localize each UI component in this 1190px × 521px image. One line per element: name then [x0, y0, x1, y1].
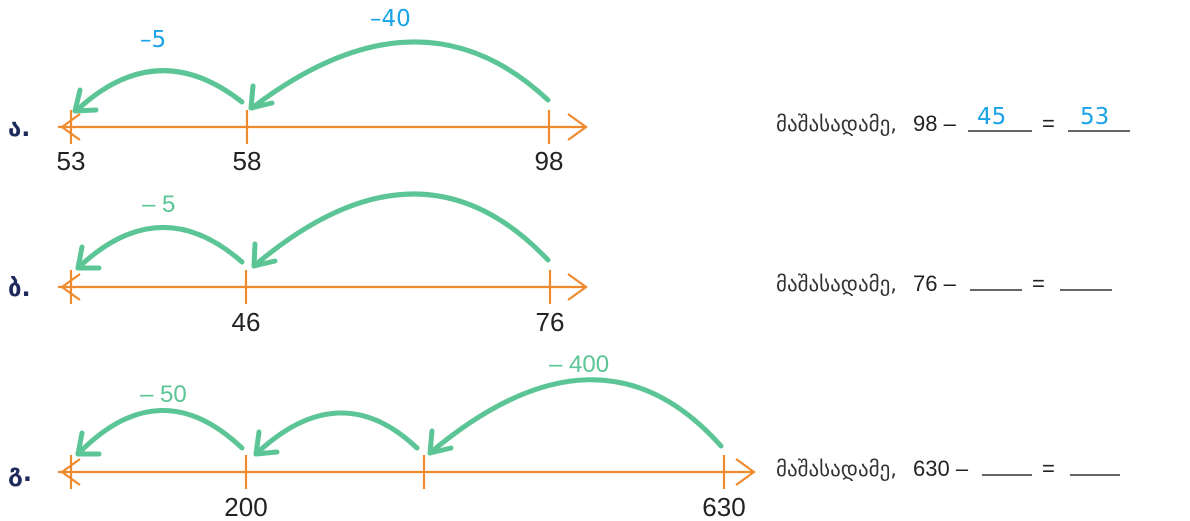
end-label: 53	[57, 146, 86, 176]
exercise-row-c: გ. – 50 – 400 200 630 მაშასადამე, 630 –	[8, 351, 1120, 521]
equation-left: 76 –	[913, 271, 957, 296]
jump-label: –5	[140, 27, 166, 53]
number-line	[58, 270, 588, 304]
arrowhead-icon	[72, 87, 99, 114]
equation: მაშასადამე, 98 – 45 = 53	[776, 104, 1130, 136]
equation-word: მაშასადამე,	[776, 457, 897, 481]
mid-label: 200	[224, 492, 267, 521]
row-label: გ.	[8, 459, 32, 487]
left-arrow-icon	[60, 273, 81, 301]
arc-arrowheads	[72, 83, 275, 114]
start-number: 98	[535, 146, 564, 176]
equation-equals: =	[1032, 271, 1045, 296]
right-arrow-icon	[735, 458, 756, 486]
jump-label: –40	[370, 6, 411, 32]
jump-arc	[427, 377, 724, 456]
equation-left: 630 –	[913, 456, 969, 481]
jump-arcs	[75, 191, 551, 271]
jump-label: – 400	[549, 351, 609, 378]
equation-left: 98 –	[913, 111, 957, 136]
answer-2: 53	[1080, 104, 1109, 130]
number-line	[58, 455, 756, 489]
number-line	[58, 110, 588, 144]
jump-arc	[73, 68, 245, 114]
equation-word: მაშასადამე,	[776, 112, 897, 136]
mid-label: 58	[233, 146, 262, 176]
right-arrow-icon	[567, 273, 588, 301]
exercise-row-a: ა. –5 –40 53 58 98 მაშასადამე, 98 – 45	[8, 6, 1130, 176]
jump-arc	[253, 410, 420, 457]
row-label: ბ.	[8, 274, 31, 302]
arrowhead-icon	[75, 244, 102, 271]
start-number: 76	[536, 307, 565, 337]
arc-arrowheads	[75, 428, 454, 457]
jump-arcs	[73, 39, 551, 114]
arrowhead-icon	[248, 83, 275, 111]
arrowhead-icon	[253, 429, 280, 457]
answer-1: 45	[977, 104, 1006, 130]
arrowhead-icon	[75, 430, 102, 457]
right-arrow-icon	[567, 113, 588, 141]
arc-arrowheads	[75, 241, 278, 271]
jump-arc	[75, 224, 245, 271]
start-number: 630	[702, 492, 745, 521]
jump-arc	[251, 191, 551, 269]
jump-arc	[75, 407, 245, 457]
jump-label: – 50	[140, 381, 187, 408]
arrowhead-icon	[251, 241, 278, 269]
exercise-row-b: ბ. – 5 46 76 მაშასადამე, 76 – =	[8, 191, 1112, 337]
left-arrow-icon	[60, 458, 81, 486]
equation-equals: =	[1042, 456, 1055, 481]
jump-arc	[249, 39, 551, 111]
equation-equals: =	[1042, 111, 1055, 136]
jump-arcs	[75, 377, 724, 457]
equation: მაშასადამე, 76 – =	[776, 271, 1112, 296]
equation-word: მაშასადამე,	[776, 272, 897, 296]
left-arrow-icon	[60, 113, 81, 141]
mid-label: 46	[232, 307, 261, 337]
arrowhead-icon	[427, 428, 454, 456]
equation: მაშასადამე, 630 – =	[776, 456, 1120, 481]
jump-label: – 5	[142, 191, 175, 218]
row-label: ა.	[8, 114, 30, 142]
